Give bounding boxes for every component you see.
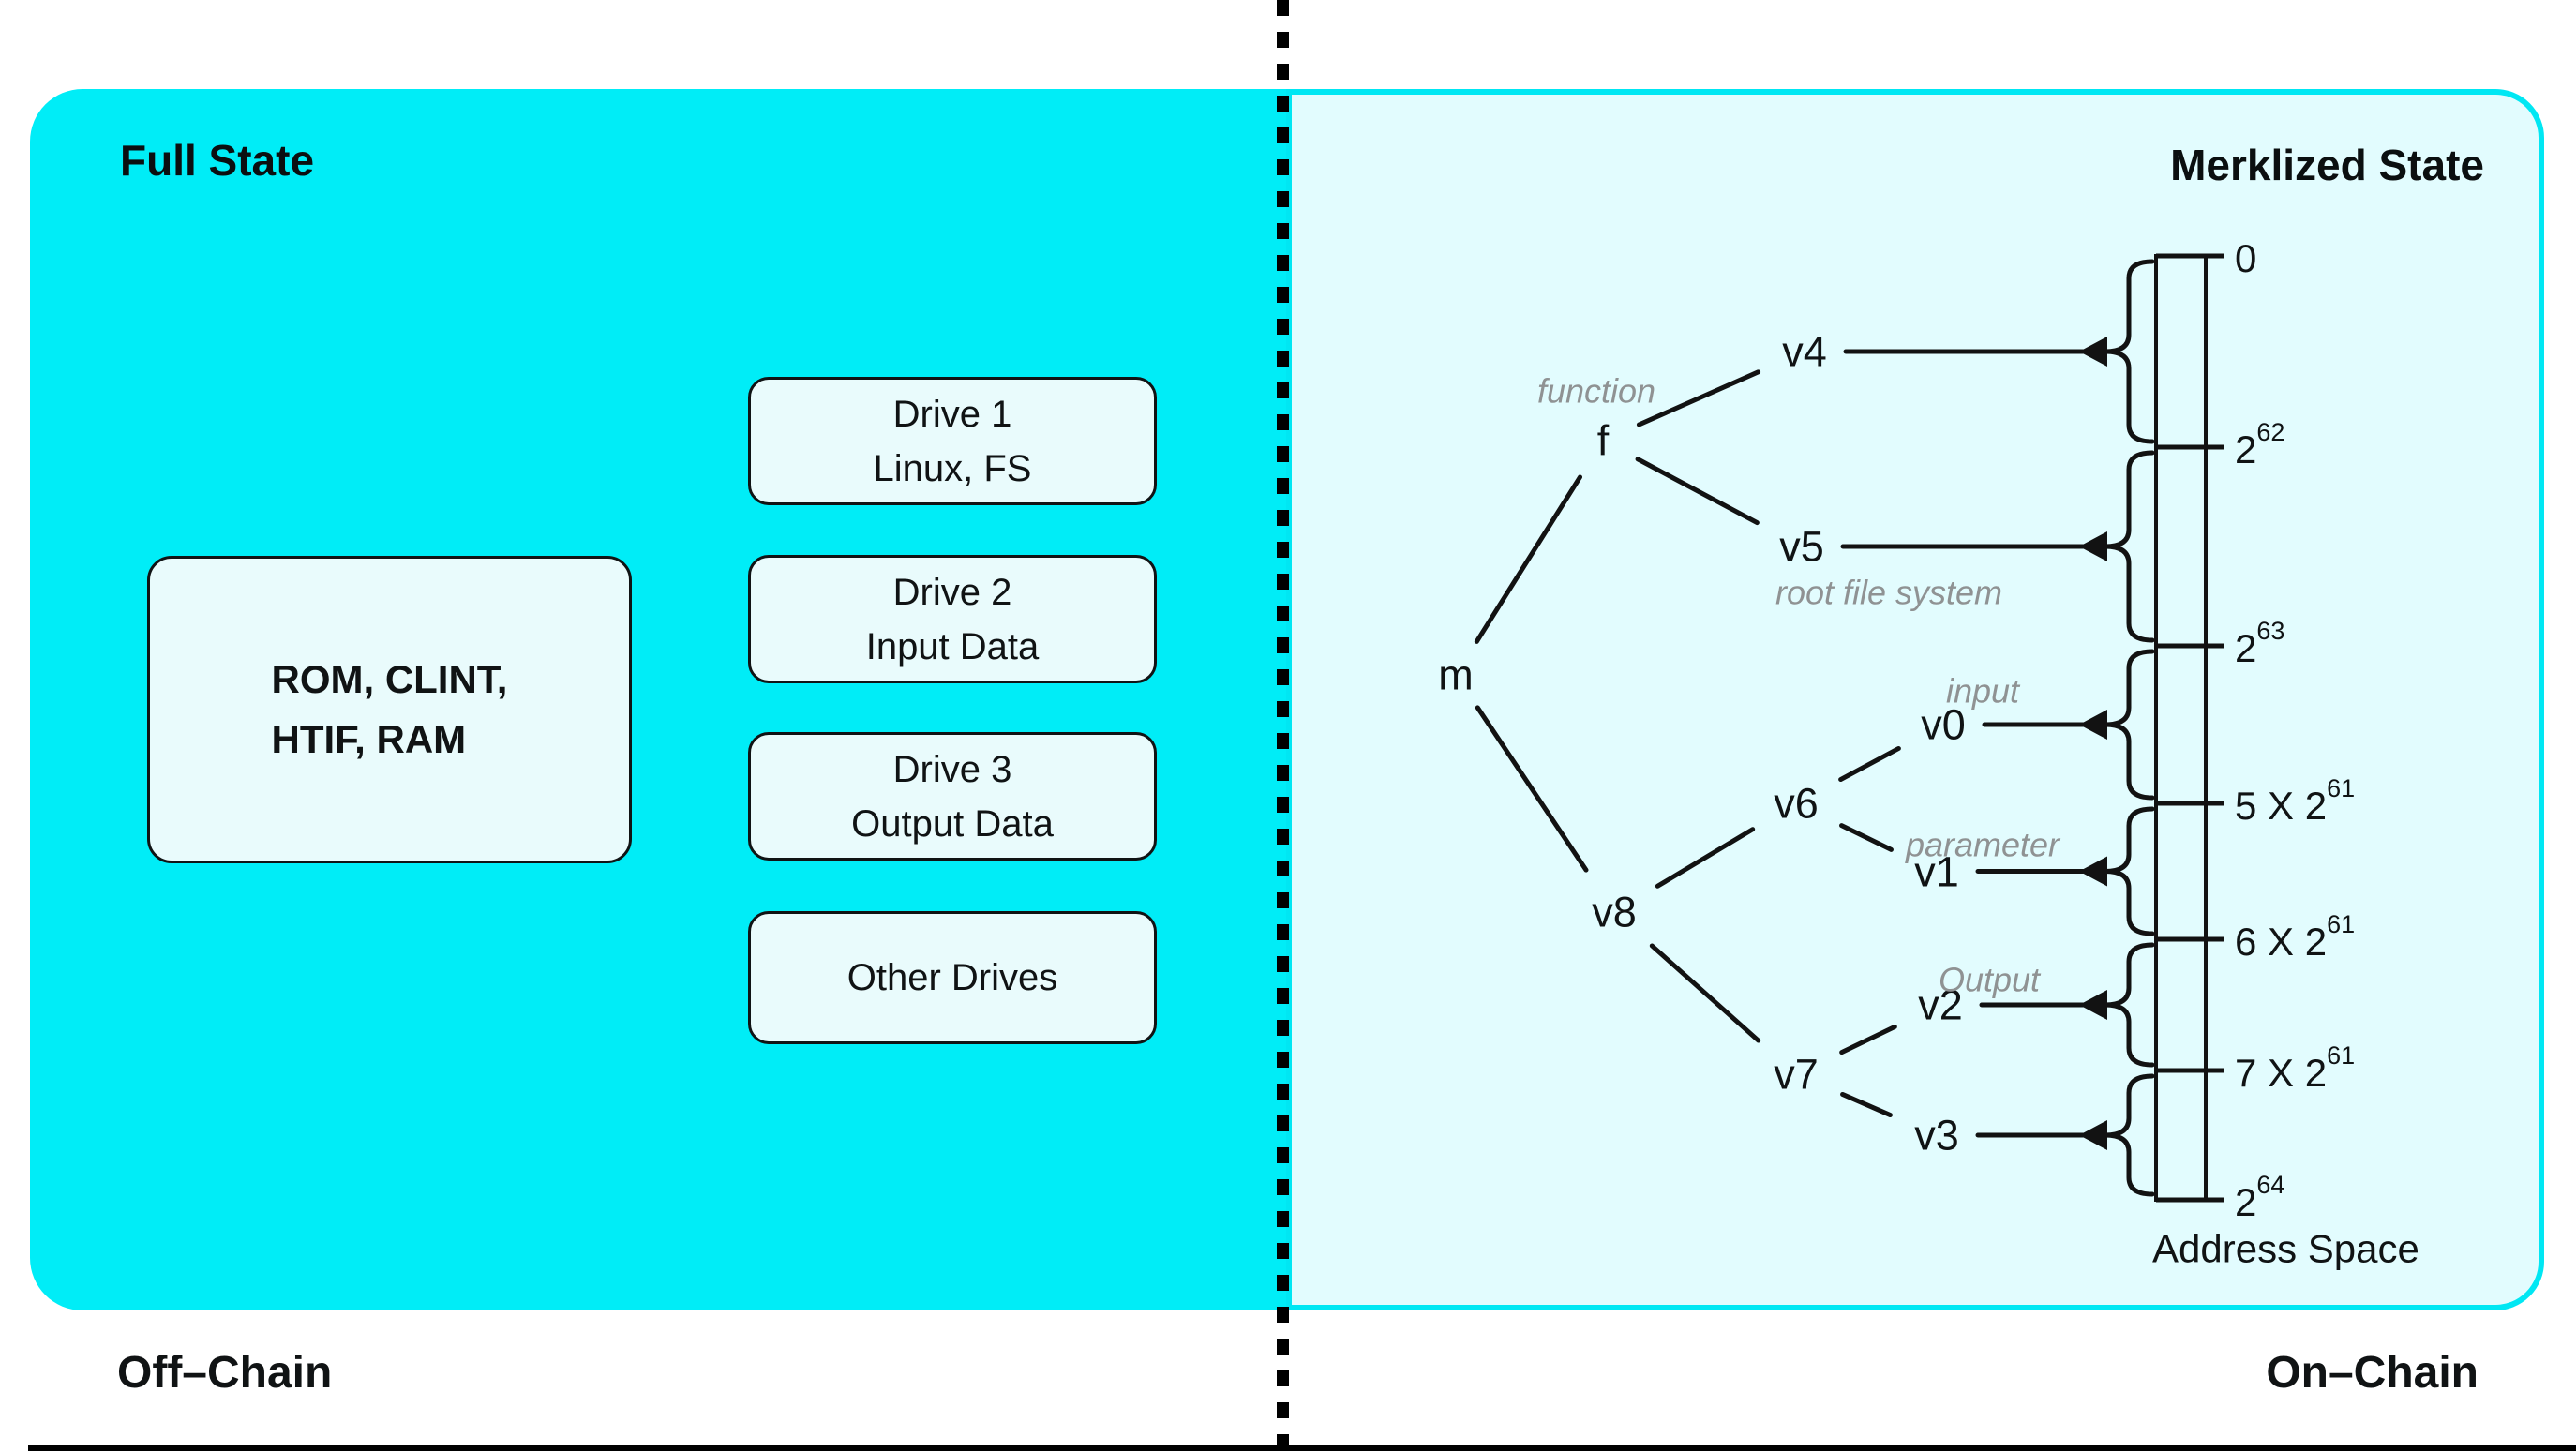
rom-box-line1: ROM, CLINT,: [271, 657, 508, 701]
drive-3-text: Drive 3 Output Data: [851, 742, 1054, 851]
on-chain-label: On–Chain: [2266, 1348, 2479, 1398]
tree-node-v3: v3: [1914, 1112, 1959, 1160]
brace-v1: [2103, 806, 2155, 936]
tree-edge-v6-v1: [1839, 823, 1894, 852]
tree-edge-v7-v2: [1839, 1024, 1897, 1055]
brace-v5: [2103, 450, 2155, 643]
tree-edge-m-f: [1474, 474, 1583, 644]
tick-label-0: 0: [2235, 236, 2256, 280]
drive-3-title: Drive 3: [892, 748, 1012, 790]
tree-edge-v8-v7: [1649, 943, 1761, 1043]
tree-edge-f-v4: [1636, 369, 1761, 427]
drive-2-box: Drive 2 Input Data: [748, 555, 1157, 683]
arrowhead-v0: [2079, 710, 2107, 740]
tree-node-v2: v2: [1918, 981, 1963, 1029]
merklized-state-title: Merklized State: [2170, 141, 2484, 189]
arrowhead-v2: [2079, 990, 2107, 1020]
drive-2-text: Drive 2 Input Data: [866, 565, 1040, 674]
arrowhead-v4: [2079, 337, 2107, 367]
brace-v0: [2103, 649, 2155, 801]
tree-node-v5: v5: [1779, 523, 1824, 571]
drive-3-subtitle: Output Data: [851, 802, 1054, 845]
full-state-title: Full State: [120, 136, 315, 185]
tick-label-1: 262: [2235, 418, 2284, 472]
tree-node-v7: v7: [1774, 1051, 1819, 1099]
tree-edge-m-v8: [1475, 705, 1589, 873]
other-drives-text: Other Drives: [847, 951, 1058, 1005]
tick-label-3: 5 X 261: [2235, 774, 2355, 828]
arrowhead-v5: [2079, 531, 2107, 561]
drive-2-title: Drive 2: [892, 571, 1012, 613]
tick-label-5: 7 X 261: [2235, 1041, 2355, 1095]
drive-1-title: Drive 1: [892, 393, 1012, 435]
tree-node-f: f: [1597, 417, 1610, 465]
tree-node-v1: v1: [1914, 848, 1959, 896]
annotation-input: input: [1946, 672, 2021, 711]
tick-label-2: 263: [2235, 617, 2284, 670]
tree-node-v6: v6: [1774, 780, 1819, 828]
tree-edge-v8-v6: [1655, 827, 1756, 889]
brace-v3: [2103, 1073, 2155, 1197]
drive-1-subtitle: Linux, FS: [873, 447, 1032, 489]
address-space-bar: [2154, 254, 2208, 1202]
tick-label-4: 6 X 261: [2235, 910, 2355, 964]
bottom-border-line: [28, 1445, 2576, 1451]
address-space-label: Address Space: [2152, 1227, 2419, 1271]
annotation-function: function: [1537, 372, 1655, 411]
annotation-parameter: parameter: [1905, 826, 2061, 864]
merklized-state-panel: [1286, 89, 2544, 1310]
tree-edge-f-v5: [1635, 457, 1760, 526]
chain-divider-dashed-line: [1277, 0, 1289, 1452]
tree-node-v4: v4: [1782, 328, 1827, 376]
off-chain-label: Off–Chain: [117, 1348, 333, 1398]
tree-edge-v6-v0: [1838, 745, 1901, 783]
drive-1-text: Drive 1 Linux, FS: [874, 387, 1032, 496]
annotation-root-file-system: root file system: [1775, 574, 2002, 612]
tree-edge-v7-v3: [1840, 1091, 1893, 1118]
tree-node-v8: v8: [1592, 889, 1637, 936]
arrowhead-v1: [2079, 856, 2107, 887]
rom-box-line2: HTIF, RAM: [271, 717, 467, 761]
drive-1-box: Drive 1 Linux, FS: [748, 377, 1157, 505]
other-drives-box: Other Drives: [748, 911, 1157, 1044]
brace-v2: [2103, 942, 2155, 1068]
rom-clint-htif-ram-box: ROM, CLINT, HTIF, RAM: [147, 556, 632, 863]
brace-v4: [2103, 259, 2155, 444]
annotation-output: Output: [1939, 961, 2042, 999]
tick-label-6: 264: [2235, 1171, 2284, 1224]
tree-node-v0: v0: [1921, 701, 1966, 749]
drive-3-box: Drive 3 Output Data: [748, 732, 1157, 861]
other-drives-title: Other Drives: [846, 957, 1058, 998]
drive-2-subtitle: Input Data: [865, 625, 1040, 667]
tree-node-m: m: [1438, 651, 1474, 699]
rom-box-text: ROM, CLINT, HTIF, RAM: [272, 650, 508, 770]
arrowhead-v3: [2079, 1120, 2107, 1150]
